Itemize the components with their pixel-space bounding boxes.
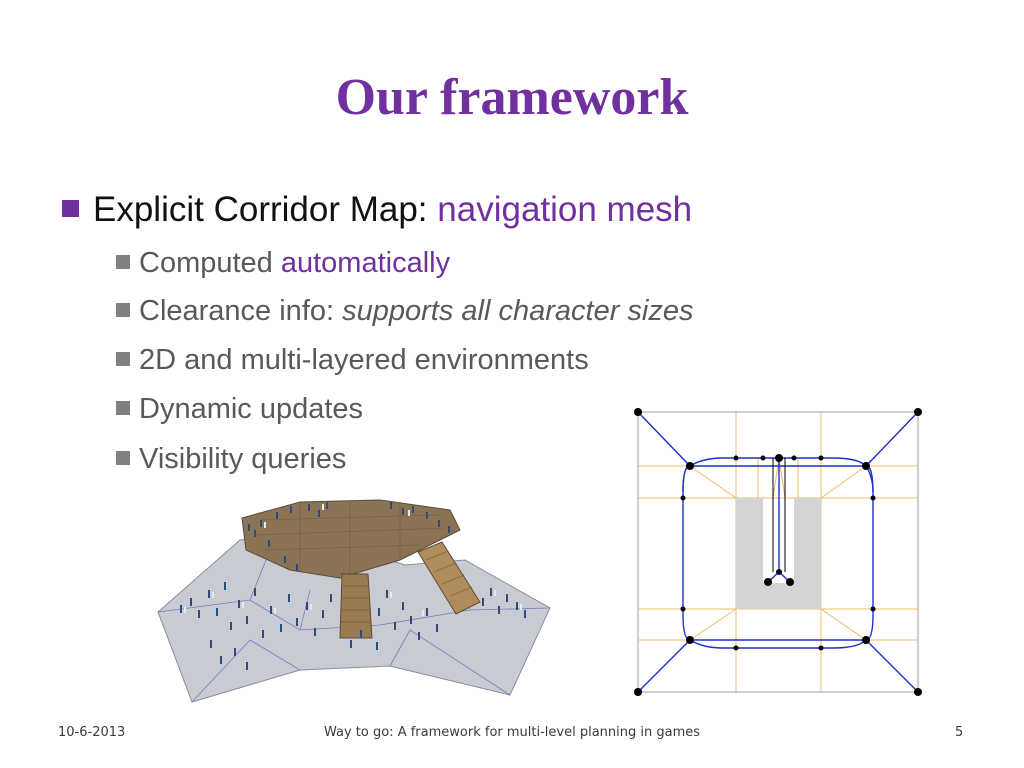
square-bullet-icon — [62, 200, 79, 217]
sub-bullet-text: Visibility queries — [139, 443, 347, 475]
sub-bullet-environments: 2D and multi-layered environments — [116, 342, 589, 378]
sub-bullet-text: 2D and multi-layered environments — [139, 344, 589, 376]
sub-bullet-emphasis: supports all character sizes — [342, 295, 694, 327]
sub-bullet-text: Dynamic updates — [139, 393, 364, 425]
sub-bullet-text: Clearance info: — [139, 295, 343, 327]
corridor-map-diagram — [634, 408, 922, 696]
slide-title: Our framework — [335, 69, 689, 126]
page-number: 5 — [955, 725, 964, 740]
square-bullet-icon — [116, 303, 130, 317]
sub-bullet-text: Computed — [139, 247, 281, 279]
bullet-main-text: Explicit Corridor Map: — [93, 190, 438, 229]
square-bullet-icon — [116, 401, 130, 415]
sub-bullet-emphasis: automatically — [280, 247, 451, 279]
bullet-main: Explicit Corridor Map: navigation mesh — [62, 188, 692, 232]
sub-bullet-visibility: Visibility queries — [116, 441, 346, 477]
square-bullet-icon — [116, 451, 130, 465]
footer-date: 10-6-2013 — [58, 725, 126, 740]
sub-bullet-clearance: Clearance info: supports all character s… — [116, 293, 694, 329]
bullet-main-highlight: navigation mesh — [437, 190, 693, 229]
square-bullet-icon — [116, 352, 130, 366]
multi-layered-environment-image — [157, 499, 551, 703]
square-bullet-icon — [116, 255, 130, 269]
sub-bullet-computed: Computed automatically — [116, 245, 450, 281]
sub-bullet-dynamic: Dynamic updates — [116, 391, 363, 427]
footer-title: Way to go: A framework for multi-level p… — [323, 725, 701, 740]
